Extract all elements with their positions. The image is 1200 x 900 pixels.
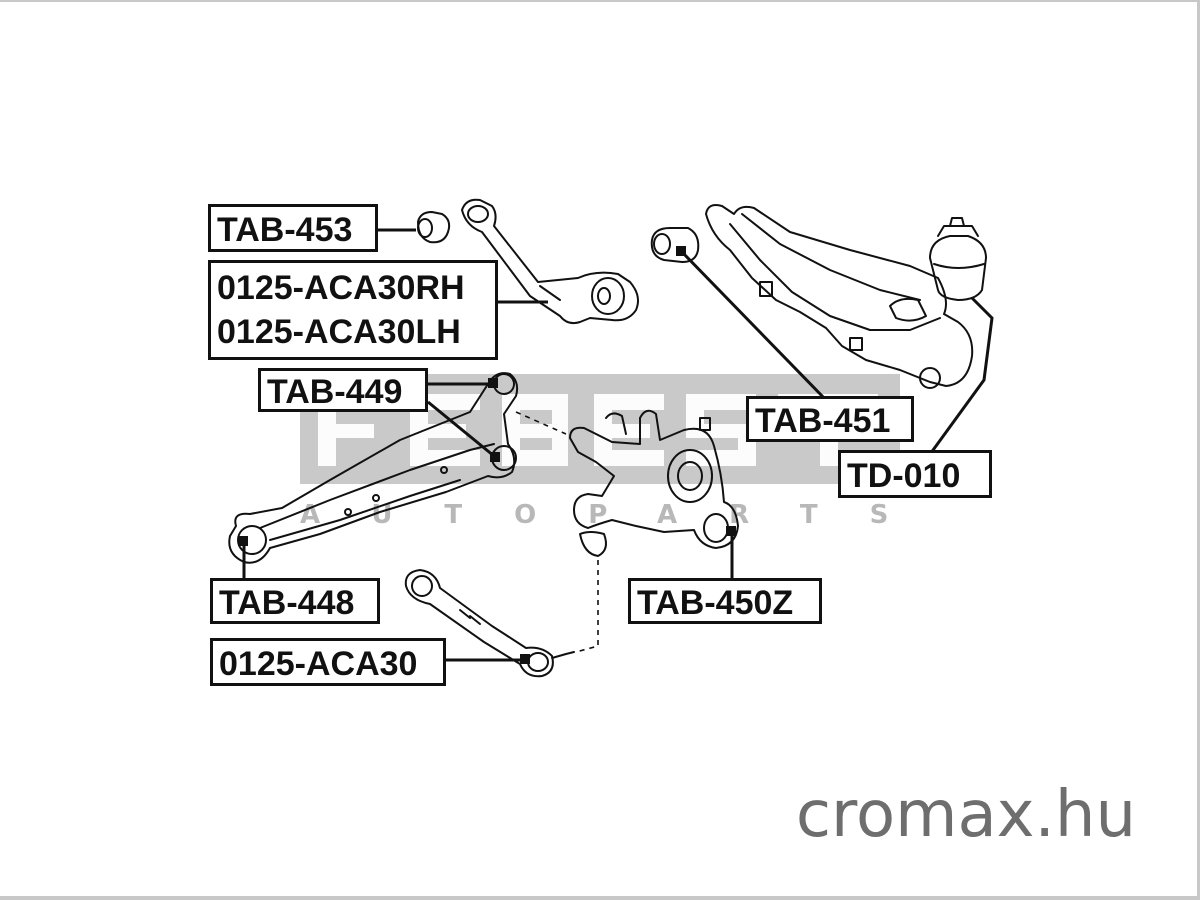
part-number-rh: 0125-ACA30RH	[217, 269, 465, 307]
part-number: 0125-ACA30	[219, 645, 418, 683]
part-number: TAB-448	[219, 584, 355, 622]
part-label-0125-aca30: 0125-ACA30	[210, 638, 446, 686]
knuckle-drawing	[569, 409, 739, 557]
brand-watermark: cromax.hu	[795, 778, 1136, 852]
part-label-tab-453: TAB-453	[208, 204, 378, 252]
part-label-tab-451: TAB-451	[746, 396, 914, 442]
part-label-tab-448: TAB-448	[210, 578, 380, 624]
part-number-lh: 0125-ACA30LH	[217, 313, 461, 351]
frame-top-border	[0, 0, 1200, 2]
bump-stop-td010-drawing	[929, 217, 987, 301]
bushing-tab453-drawing	[417, 211, 451, 244]
part-number: TAB-449	[267, 373, 403, 411]
frame-bottom-border	[0, 896, 1200, 900]
part-number: TAB-450Z	[637, 584, 794, 622]
part-label-tab-449: TAB-449	[258, 368, 428, 412]
frame-right-border	[1197, 0, 1200, 900]
part-label-upper-arm: 0125-ACA30RH 0125-ACA30LH	[208, 260, 498, 360]
trailing-arm-drawing	[228, 372, 519, 564]
bushing-tab451-drawing	[650, 227, 700, 263]
part-label-td-010: TD-010	[838, 450, 992, 498]
part-number: TAB-453	[217, 211, 353, 249]
part-number: TAB-451	[755, 402, 891, 440]
part-label-tab-450z: TAB-450Z	[628, 578, 822, 624]
subframe-drawing	[705, 204, 974, 389]
upper-arm-drawing	[461, 198, 639, 325]
part-number: TD-010	[847, 457, 961, 495]
